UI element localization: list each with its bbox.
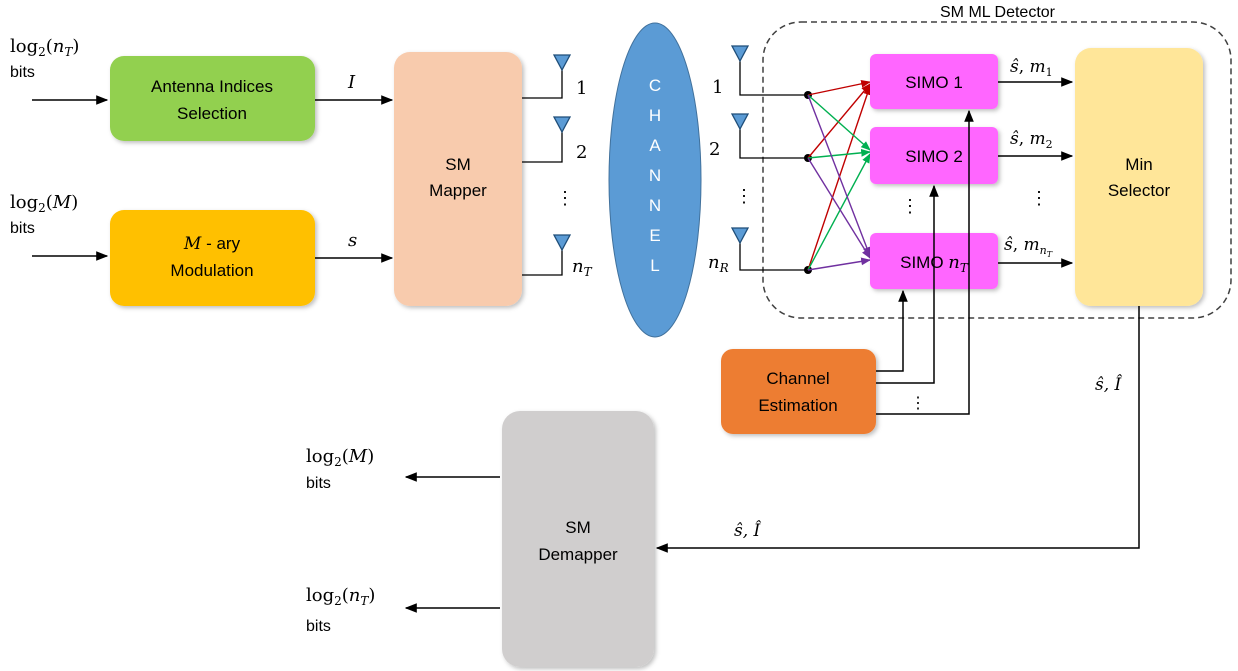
svg-text:SIMO nT: SIMO nT <box>900 252 969 275</box>
label-demapper-in: ŝ, Î <box>734 520 762 541</box>
tx-antenna-2 <box>522 116 572 163</box>
svg-text:Antenna Indices: Antenna Indices <box>151 77 273 96</box>
output-top-label: log2(M) bits <box>306 446 374 492</box>
label-s-mnT: ŝ, mnT <box>1004 235 1053 259</box>
detector-region <box>762 21 1232 319</box>
rx-to-simo-links <box>807 79 871 271</box>
antenna-selection-block: Antenna Indices Selection <box>110 56 315 141</box>
channel-letter: L <box>650 256 659 275</box>
channel-ellipse <box>608 22 702 338</box>
rx-label-1: 1 <box>712 77 723 98</box>
svg-text:SIMO 1: SIMO 1 <box>905 73 963 92</box>
svg-text:log2(M): log2(M) <box>10 192 78 215</box>
sm-mapper-block: SM Mapper <box>394 52 522 306</box>
output-vdots: ⋮ <box>1030 188 1048 209</box>
channel-letter: C <box>649 76 661 95</box>
svg-text:SIMO 2: SIMO 2 <box>905 147 963 166</box>
simo-vdots: ⋮ <box>901 196 919 217</box>
channel-letter: H <box>649 106 661 125</box>
rx-label-nR: nR <box>708 252 729 275</box>
label-s: s <box>348 230 357 251</box>
svg-text:Mapper: Mapper <box>429 181 487 200</box>
rx-antenna-2 <box>730 113 808 159</box>
rx-vdots: ⋮ <box>735 186 753 207</box>
svg-text:M - ary: M - ary <box>183 234 241 254</box>
label-s-m1: ŝ, m1 <box>1010 57 1053 79</box>
min-selector-block: Min Selector <box>1075 48 1203 306</box>
channel-estimation-block: Channel Estimation <box>721 349 876 434</box>
simo-2-block: SIMO 2 <box>870 127 998 184</box>
modulation-block: M - ary Modulation <box>110 210 315 306</box>
rx-antenna-1 <box>730 45 808 96</box>
label-s-m2: ŝ, m2 <box>1010 129 1053 151</box>
input-bottom-label: log2(M) bits <box>10 192 78 237</box>
detector-title: SM ML Detector <box>940 4 1056 21</box>
output-bottom-label: log2(nT) bits <box>306 585 375 635</box>
tx-antenna-1 <box>522 54 572 99</box>
tx-label-1: 1 <box>576 78 587 99</box>
svg-text:Demapper: Demapper <box>538 545 618 564</box>
svg-text:Min: Min <box>1125 155 1152 174</box>
svg-text:SM: SM <box>565 518 591 537</box>
channel-estimation-feeds <box>876 109 974 415</box>
rx-label-2: 2 <box>709 139 720 160</box>
rx-antenna-nR <box>730 227 808 271</box>
label-detector-out: ŝ, Î <box>1095 374 1123 395</box>
svg-text:log2(nT): log2(nT) <box>10 36 79 59</box>
feeds-vdots: ⋮ <box>910 393 926 412</box>
channel-letter: E <box>649 226 660 245</box>
svg-text:bits: bits <box>10 220 35 237</box>
svg-text:log2(M): log2(M) <box>306 446 374 469</box>
input-top-label: log2(nT) bits <box>10 36 79 81</box>
channel-letter: A <box>649 136 661 155</box>
tx-vdots: ⋮ <box>556 188 574 209</box>
tx-label-2: 2 <box>576 142 587 163</box>
simo-1-block: SIMO 1 <box>870 54 998 109</box>
svg-text:SM: SM <box>445 155 471 174</box>
svg-text:bits: bits <box>10 64 35 81</box>
svg-text:bits: bits <box>306 618 331 635</box>
selector-to-demapper-line <box>655 306 1140 553</box>
sm-demapper-block: SM Demapper <box>502 411 654 667</box>
channel-letter: N <box>649 166 661 185</box>
channel-letter: N <box>649 196 661 215</box>
svg-text:Selection: Selection <box>177 104 247 123</box>
svg-text:Modulation: Modulation <box>170 261 253 280</box>
tx-antenna-nT <box>522 234 572 276</box>
tx-label-nT: nT <box>572 256 593 279</box>
svg-text:log2(nT): log2(nT) <box>306 585 375 608</box>
label-I: I <box>347 72 356 93</box>
svg-text:bits: bits <box>306 475 331 492</box>
svg-text:Estimation: Estimation <box>758 396 837 415</box>
svg-text:Channel: Channel <box>766 369 829 388</box>
svg-text:Selector: Selector <box>1108 181 1171 200</box>
